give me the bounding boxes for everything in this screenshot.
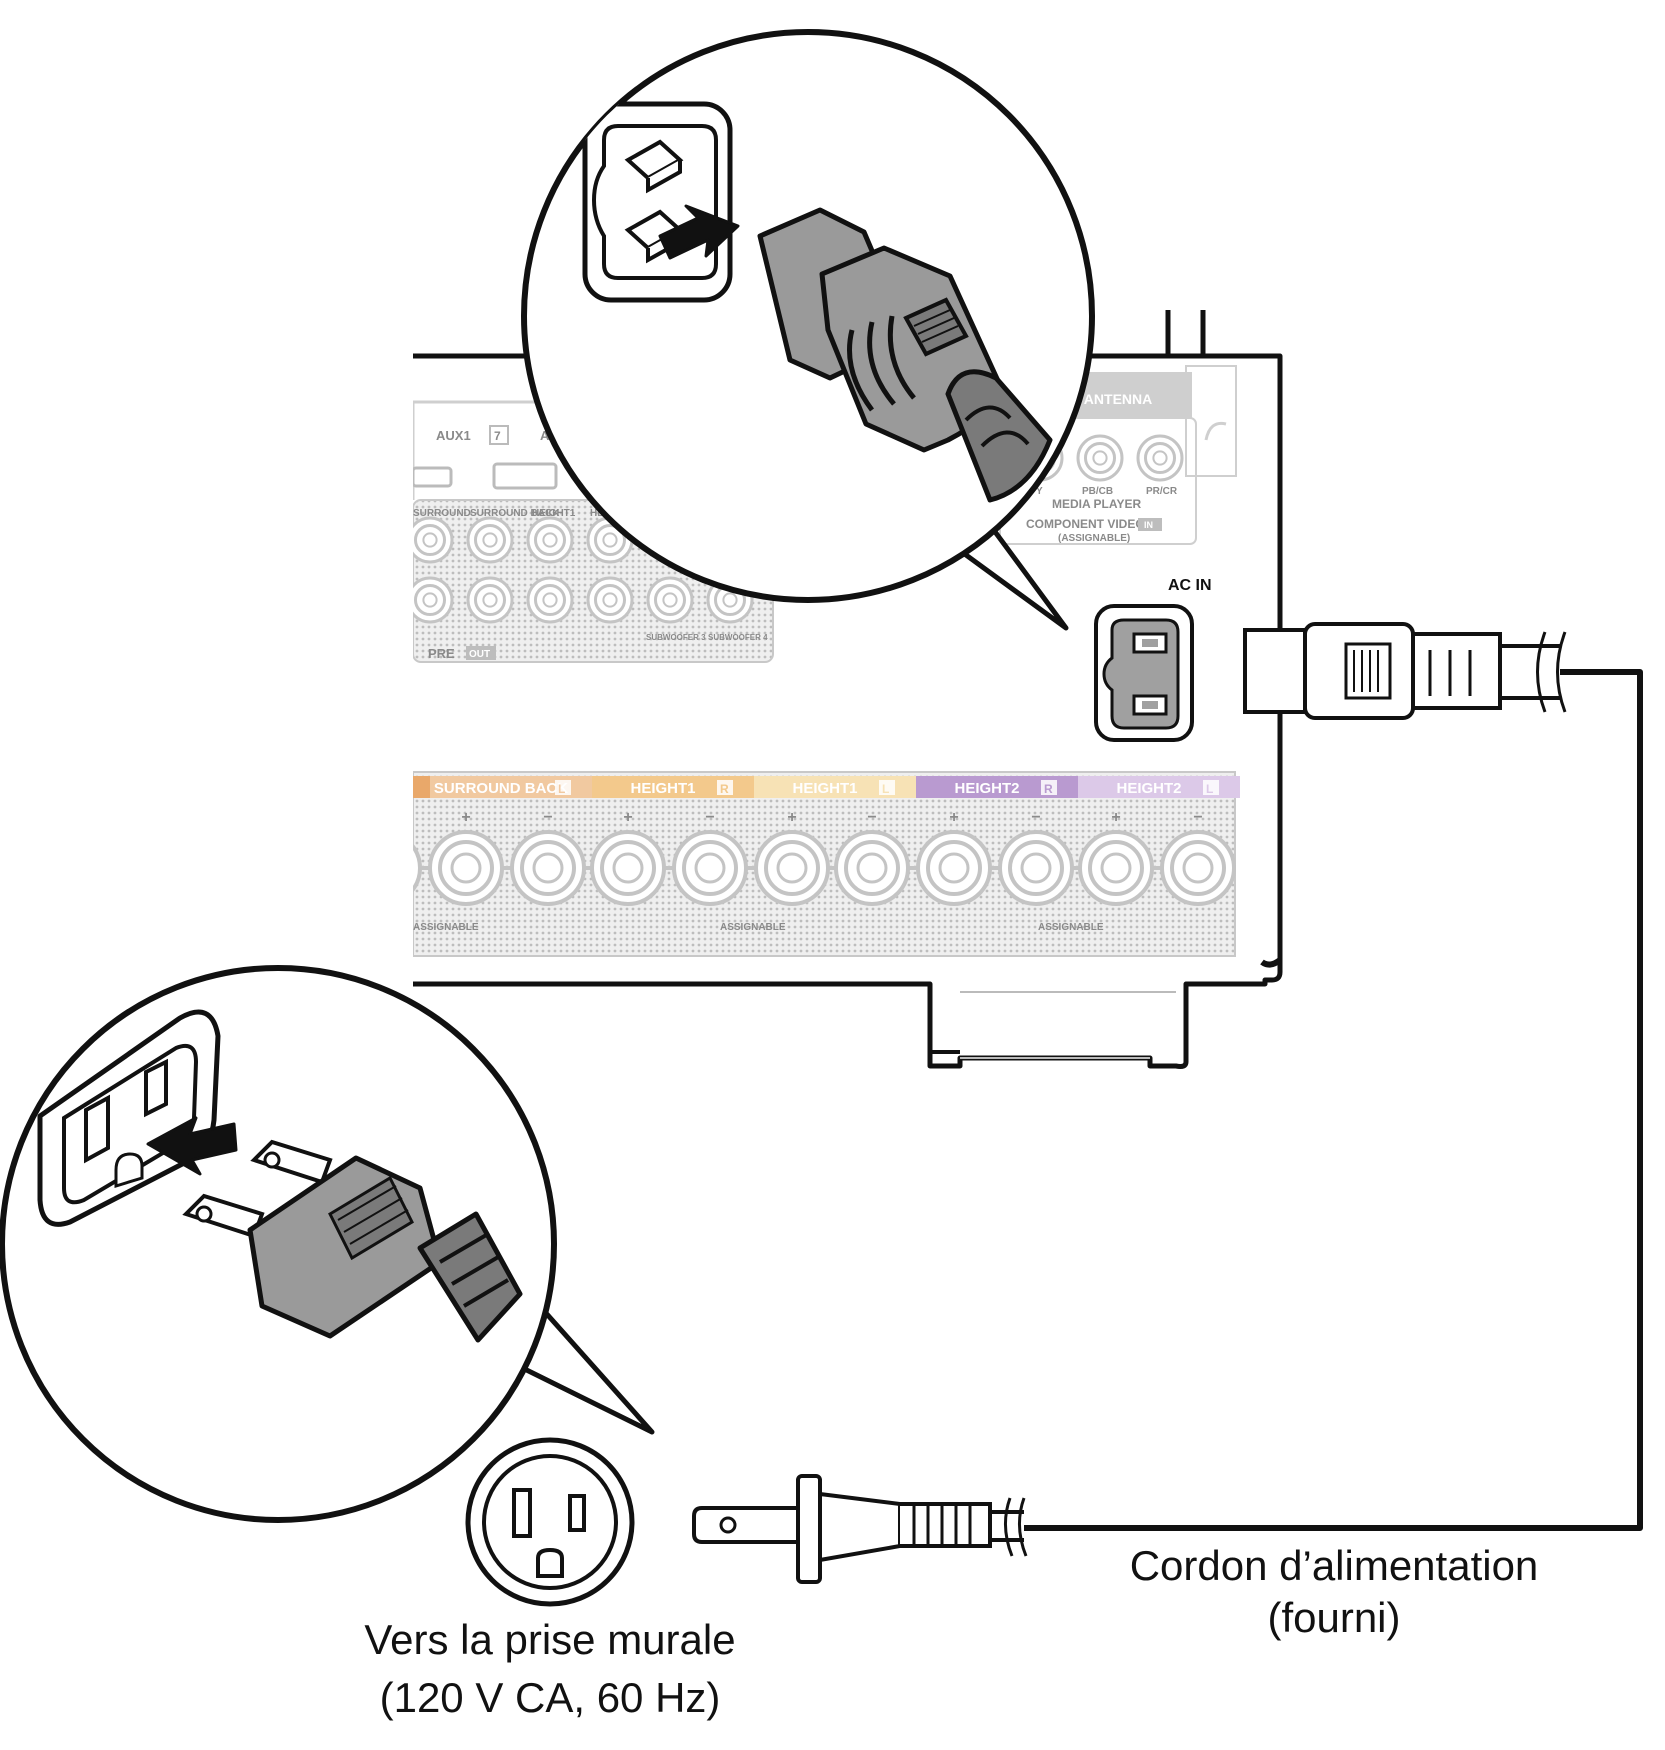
- speaker-terminal: +: [754, 809, 830, 906]
- preout-label: SURROUND: [413, 508, 471, 519]
- svg-text:+: +: [787, 809, 796, 826]
- subwoofer-4-label: SUBWOOFER 4: [708, 633, 768, 642]
- preout-badge: OUT: [469, 649, 490, 660]
- hdmi-port: [492, 462, 558, 490]
- rca-jack: [706, 576, 754, 624]
- rca-jack: [1076, 434, 1124, 482]
- svg-text:−: −: [1031, 809, 1040, 826]
- svg-text:R: R: [380, 780, 391, 797]
- power-cord: [1024, 669, 1643, 1531]
- speaker-group-header: R: [380, 776, 430, 798]
- component-label-pr: PR/CR: [1146, 486, 1178, 497]
- svg-text:L: L: [1206, 782, 1213, 796]
- svg-text:−: −: [543, 809, 552, 826]
- ac-in-inlet: [1094, 604, 1194, 742]
- speaker-terminal: +: [590, 809, 666, 906]
- rca-jack: [526, 576, 574, 624]
- speaker-terminal: −: [379, 809, 422, 893]
- rca-jack: [526, 516, 574, 564]
- speaker-terminal: +: [428, 809, 504, 906]
- speaker-terminal: +: [916, 809, 992, 906]
- rca-jack: [586, 576, 634, 624]
- component-label-y: Y: [1036, 486, 1043, 497]
- svg-text:HEIGHT2: HEIGHT2: [1116, 780, 1181, 797]
- antenna-icon: [1204, 421, 1227, 441]
- speaker-group-header: HEIGHT2 R: [916, 776, 1078, 798]
- cord-caption-line2: (fourni): [1267, 1594, 1400, 1641]
- cord-caption-line1: Cordon d’alimentation: [1130, 1542, 1539, 1589]
- hdmi-port: [413, 466, 453, 488]
- wall-plug: [692, 1474, 1028, 1584]
- wall-outlet: [465, 1437, 635, 1607]
- wall-plug-closeup: [182, 1139, 523, 1343]
- rca-jack: [466, 576, 514, 624]
- svg-text:+: +: [461, 809, 470, 826]
- svg-text:−: −: [1193, 809, 1202, 826]
- zoom-callout-ac-in: [521, 29, 1095, 631]
- rca-jack: [1136, 434, 1184, 482]
- svg-text:+: +: [623, 809, 632, 826]
- speaker-terminal: +: [1078, 809, 1154, 906]
- ac-cord-connector: [1243, 622, 1567, 720]
- rca-jack: [413, 576, 454, 624]
- speaker-group-header: HEIGHT1 R: [592, 776, 754, 798]
- rca-jack: [413, 516, 454, 564]
- speaker-terminal: −: [998, 809, 1074, 906]
- speaker-terminals: − + − + − + − + − + −: [379, 809, 1236, 906]
- svg-text:HEIGHT2: HEIGHT2: [954, 780, 1019, 797]
- component-video-badge: IN: [1144, 520, 1153, 530]
- svg-text:L: L: [882, 782, 889, 796]
- ac-in-label: AC IN: [1168, 577, 1212, 594]
- outlet-caption-line2: (120 V CA, 60 Hz): [380, 1674, 721, 1721]
- preout-label: HEI: [590, 508, 607, 519]
- assignable-label: ASSIGNABLE: [413, 922, 479, 933]
- subwoofer-3-label: SUBWOOFER 3: [646, 633, 706, 642]
- svg-text:L: L: [558, 782, 565, 796]
- component-label-pb: PB/CB: [1082, 486, 1113, 497]
- insert-arrow-icon: [146, 1116, 238, 1176]
- speaker-terminal: −: [834, 809, 910, 906]
- assignable-label: ASSIGNABLE: [720, 922, 786, 933]
- preout-label: HEIGHT1: [532, 508, 576, 519]
- hdmi-label-a: A: [540, 428, 550, 443]
- iec-inlet-closeup: [582, 101, 733, 303]
- component-video-label: COMPONENT VIDEO: [1026, 517, 1145, 531]
- speaker-group-header: HEIGHT1 L: [754, 776, 916, 798]
- media-player-label: MEDIA PLAYER: [1052, 497, 1141, 511]
- zoom-callout-wall-outlet: [0, 965, 655, 1523]
- svg-text:SURROUND BACK: SURROUND BACK: [434, 780, 568, 797]
- svg-text:R: R: [720, 782, 729, 796]
- svg-text:HEIGHT1: HEIGHT1: [630, 780, 695, 797]
- antenna-label: Fi ANTENNA: [1068, 391, 1152, 407]
- svg-text:−: −: [867, 809, 876, 826]
- svg-text:+: +: [949, 809, 958, 826]
- rca-jack: [646, 576, 694, 624]
- svg-text:+: +: [1111, 809, 1120, 826]
- iec-plug-closeup: [757, 207, 1053, 503]
- preout-rca-jacks: [413, 516, 754, 624]
- svg-text:R: R: [1044, 782, 1053, 796]
- speaker-terminal: −: [1160, 809, 1236, 906]
- svg-text:−: −: [379, 809, 388, 826]
- assignable-label: ASSIGNABLE: [1038, 922, 1104, 933]
- outlet-caption-line1: Vers la prise murale: [364, 1616, 735, 1663]
- preout-section-label: PRE: [428, 646, 455, 661]
- component-assignable-label: (ASSIGNABLE): [1058, 533, 1130, 544]
- svg-text:−: −: [705, 809, 714, 826]
- speaker-terminal: −: [510, 809, 586, 906]
- svg-text:HEIGHT1: HEIGHT1: [792, 780, 857, 797]
- preout-label: SURROUND BACK: [470, 508, 560, 519]
- hdmi-label-aux1: AUX1: [436, 428, 471, 443]
- rca-jack: [466, 516, 514, 564]
- hdmi-label-7: 7: [494, 429, 501, 443]
- speaker-group-header: HEIGHT2 L: [1078, 776, 1240, 798]
- insert-arrow-icon: [658, 204, 740, 260]
